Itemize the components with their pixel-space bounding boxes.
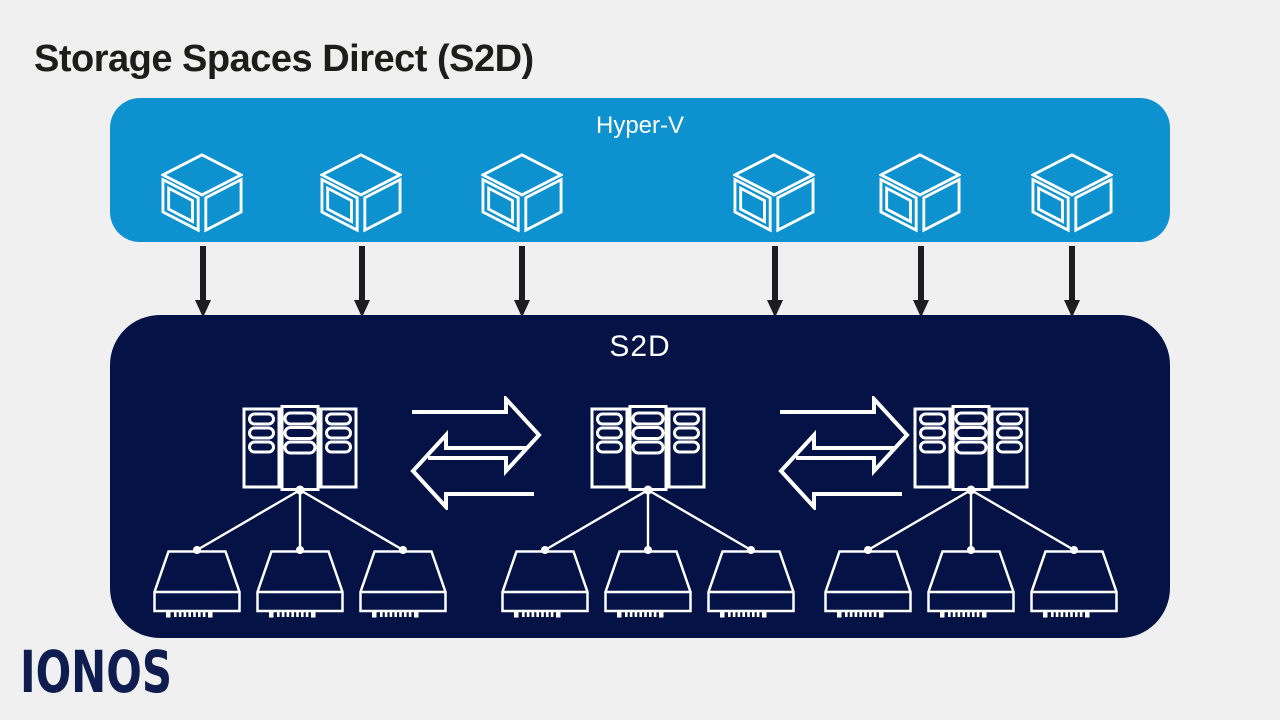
down-arrow-icon (194, 246, 212, 318)
diagram-title: Storage Spaces Direct (S2D) (34, 38, 534, 80)
down-arrow-icon (1063, 246, 1081, 318)
hard-disk-icon (707, 550, 795, 620)
hard-disk-icon (1030, 550, 1118, 620)
down-arrow-icon (513, 246, 531, 318)
vm-cube-icon (161, 153, 243, 233)
hard-disk-icon (153, 550, 241, 620)
vm-cube-icon (879, 153, 961, 233)
hyperv-layer-label: Hyper-V (595, 112, 685, 139)
hard-disk-icon (501, 550, 589, 620)
hard-disk-icon (927, 550, 1015, 620)
hard-disk-icon (824, 550, 912, 620)
storage-node-group (825, 404, 1117, 620)
vm-cube-icon (481, 153, 563, 233)
ionos-logo: IONOS (20, 638, 172, 706)
ionos-logo-text: IONOS (20, 638, 172, 706)
vm-cube-icon (320, 153, 402, 233)
storage-node-group (154, 404, 446, 620)
vm-cube-icon (1031, 153, 1113, 233)
storage-node-group (502, 404, 794, 620)
server-rack-icon (242, 404, 358, 492)
hard-disk-icon (604, 550, 692, 620)
disk-connection-lines (193, 485, 407, 554)
server-rack-icon (590, 404, 706, 492)
down-arrow-icon (766, 246, 784, 318)
down-arrow-icon (912, 246, 930, 318)
server-rack-icon (913, 404, 1029, 492)
hard-disk-icon (359, 550, 447, 620)
vm-cube-icon (733, 153, 815, 233)
hyperv-layer-box (110, 98, 1170, 242)
s2d-layer-label: S2D (609, 330, 671, 363)
sync-arrows-icon (410, 396, 542, 510)
disk-connection-lines (541, 485, 755, 554)
sync-arrows-icon (778, 396, 910, 510)
hard-disk-icon (256, 550, 344, 620)
down-arrow-icon (353, 246, 371, 318)
